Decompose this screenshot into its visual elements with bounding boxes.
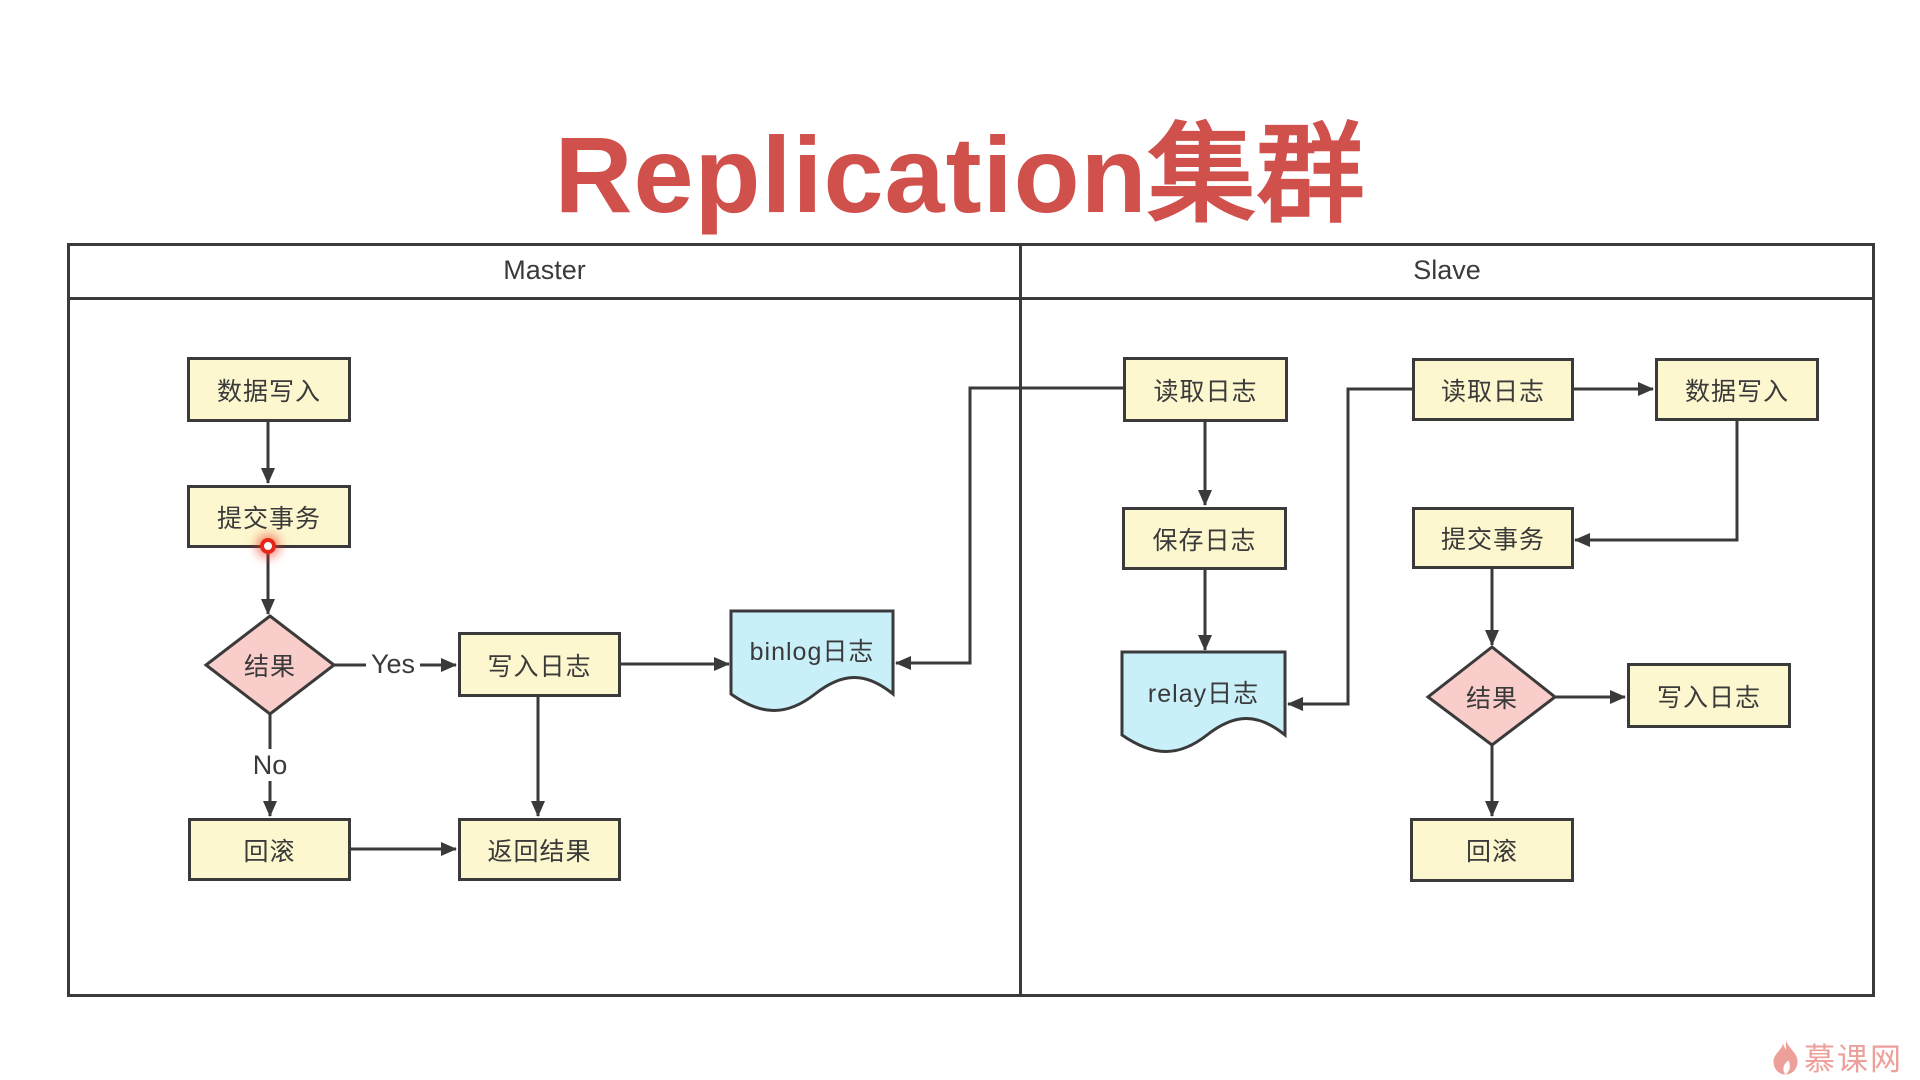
watermark-brand-text: 慕课网 <box>1804 1042 1903 1077</box>
panel-header-divider <box>67 297 1875 300</box>
master-return-result-node: 返回结果 <box>458 818 621 881</box>
slave-read-log-sql-node: 读取日志 <box>1412 358 1574 421</box>
relay-log-label: relay日志 <box>1147 680 1260 708</box>
edge-slave-datawrite-commit <box>1574 420 1739 547</box>
edge-slave-readlogsql-relay <box>1287 387 1412 711</box>
laser-pointer-dot <box>260 538 276 554</box>
slave-rollback-node: 回滚 <box>1410 818 1574 882</box>
master-write-log-node: 写入日志 <box>458 632 621 697</box>
edge-slave-readlog-binlog <box>895 386 1123 670</box>
slave-commit-node: 提交事务 <box>1412 507 1574 569</box>
imooc-watermark: 慕课网 <box>1772 1034 1903 1079</box>
master-commit-node: 提交事务 <box>187 485 351 548</box>
slave-result-diamond <box>1425 645 1558 747</box>
relay-document-shape <box>1120 650 1287 753</box>
binlog-label: binlog日志 <box>749 638 875 666</box>
page-title: Replication集群 <box>554 114 1366 235</box>
master-rollback-node: 回滚 <box>188 818 351 881</box>
slave-column-header: Slave <box>1413 254 1481 285</box>
slave-data-write-node: 数据写入 <box>1655 358 1819 421</box>
slave-read-log-io-node: 读取日志 <box>1123 357 1288 422</box>
master-slave-divider <box>1019 243 1022 997</box>
flame-icon <box>1773 1039 1798 1074</box>
master-data-write-node: 数据写入 <box>187 357 351 422</box>
cluster-panel-border <box>67 243 1875 997</box>
binlog-document-shape <box>729 609 895 712</box>
master-result-label: 结果 <box>243 653 296 681</box>
master-result-diamond <box>203 614 337 716</box>
slave-result-label: 结果 <box>1465 685 1518 713</box>
no-edge-label: No <box>246 749 294 781</box>
slave-write-log-node: 写入日志 <box>1627 663 1791 728</box>
yes-edge-label: Yes <box>366 648 420 680</box>
slave-save-log-node: 保存日志 <box>1122 507 1287 570</box>
master-column-header: Master <box>503 254 586 285</box>
